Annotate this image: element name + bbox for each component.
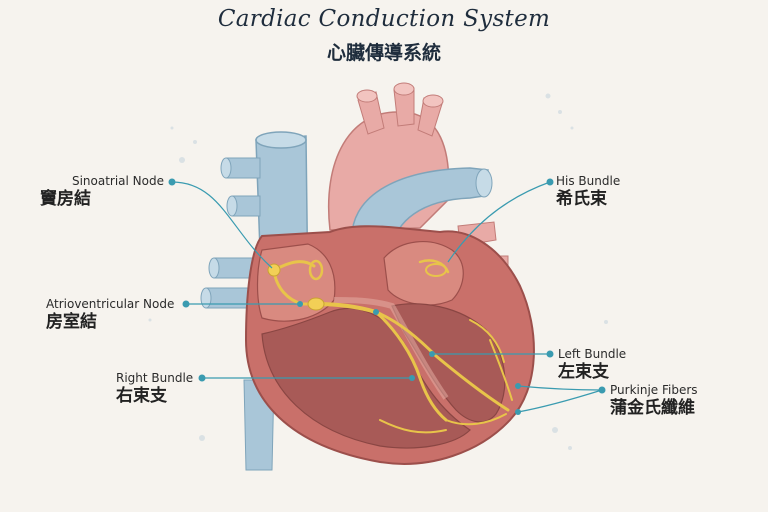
label-purkinje-fibers: Purkinje Fibers 蒲金氏纖維	[610, 383, 740, 419]
label-purkinje-zh: 蒲金氏纖維	[610, 398, 695, 418]
label-purkinje-en: Purkinje Fibers	[610, 383, 698, 397]
leader-sa-node	[171, 181, 273, 269]
label-right-bundle: Right Bundle 右束支	[116, 371, 206, 407]
label-left-bundle-en: Left Bundle	[558, 347, 627, 361]
title-english: Cardiac Conduction System	[217, 6, 551, 32]
leader-purkinje-2	[517, 389, 603, 413]
label-left-bundle: Left Bundle 左束支	[558, 347, 658, 383]
label-sinoatrial-node: Sinoatrial Node 竇房結	[40, 174, 164, 210]
label-his-bundle-en: His Bundle	[556, 174, 621, 188]
label-right-bundle-zh: 右束支	[116, 386, 167, 406]
label-left-bundle-zh: 左束支	[558, 362, 609, 382]
title-chinese: 心臟傳導系統	[326, 42, 441, 64]
label-atrioventricular-node: Atrioventricular Node 房室結	[46, 297, 186, 333]
label-sinoatrial-node-en: Sinoatrial Node	[71, 174, 164, 188]
leader-his-bundle	[447, 181, 551, 263]
label-sinoatrial-node-zh: 竇房結	[40, 189, 91, 209]
heart-body	[244, 225, 535, 465]
leader-dots	[168, 178, 606, 415]
label-his-bundle-zh: 希氏束	[556, 189, 607, 209]
label-right-bundle-en: Right Bundle	[116, 371, 194, 385]
label-his-bundle: His Bundle 希氏束	[556, 174, 656, 210]
label-av-node-en: Atrioventricular Node	[46, 297, 175, 311]
leader-lines	[171, 181, 603, 413]
paint-splatters	[148, 93, 608, 450]
leader-purkinje-1	[517, 385, 603, 391]
label-av-node-zh: 房室結	[46, 312, 97, 332]
av-node-marker	[307, 297, 325, 311]
